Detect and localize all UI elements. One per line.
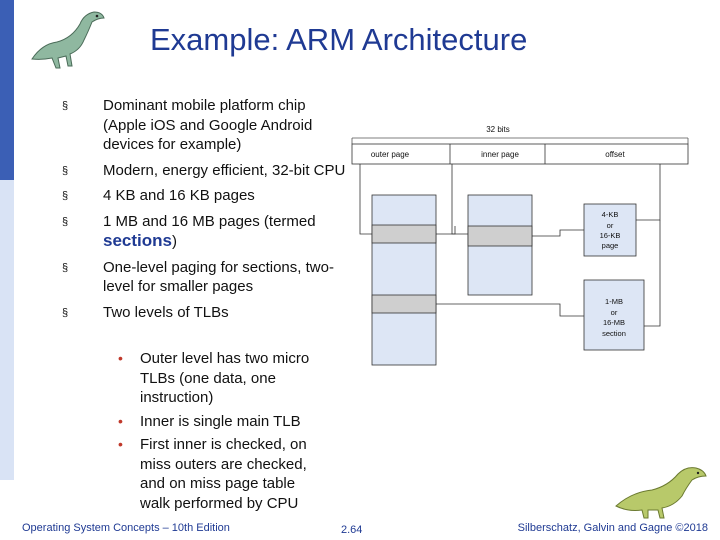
subbullet-list: • Outer level has two micro TLBs (one dat… (118, 349, 328, 517)
footer-page-number: 2.64 (341, 524, 363, 536)
section-label-line: 16-MB (603, 318, 625, 327)
bullet-square-icon: § (62, 100, 69, 112)
subbullet-text: Outer level has two micro TLBs (one data… (140, 350, 310, 406)
arrow-offset-to-section (644, 220, 661, 327)
bullet-dot-icon: • (118, 436, 123, 452)
subbullet-text: First inner is checked, on miss outers a… (140, 436, 307, 512)
bullet-square-icon: § (62, 215, 69, 228)
subbullet-item: • Outer level has two micro TLBs (one dat… (118, 349, 328, 408)
bullet-text: Modern, energy efficient, 32-bit CPU (103, 161, 346, 179)
field-outer-page: outer page (371, 150, 410, 159)
arrow-outer-entry-to-section (436, 303, 584, 317)
outer-entry-to-section (371, 294, 437, 314)
inner-entry (467, 225, 533, 247)
section-label-line: section (602, 329, 626, 338)
bullet-item: § 1 MB and 16 MB pages (termed sections) (62, 212, 352, 252)
arrow-outer-to-table (359, 164, 372, 235)
arrow-inner-entry-to-page (532, 229, 584, 237)
arrow-inner-to-table (451, 164, 468, 235)
outer-page-table (371, 194, 437, 366)
bullet-square-icon: § (62, 261, 69, 274)
page-box (583, 203, 637, 257)
page-label-line: 16-KB (600, 231, 621, 240)
page-label-line: or (607, 221, 614, 230)
subbullet-text: Inner is single main TLB (140, 412, 301, 430)
footer-authors: Silberschatz, Galvin and Gagne ©2018 (517, 522, 708, 534)
bullet-item: § Dominant mobile platform chip (Apple iO… (62, 96, 352, 155)
footer-book-title: Operating System Concepts – 10th Edition (22, 522, 230, 534)
page-label-line: 4-KB (602, 210, 619, 219)
bullet-item: § Modern, energy efficient, 32-bit CPU (62, 161, 352, 181)
bullet-text: One-level paging for sections, two-level… (103, 258, 334, 296)
slide-title: Example: ARM Architecture (150, 22, 528, 57)
dinosaur-footer-icon (612, 462, 712, 525)
bullet-square-icon: § (62, 190, 69, 202)
bullet-dot-icon: • (118, 412, 123, 429)
bullet-item: § Two levels of TLBs (62, 303, 352, 323)
field-offset: offset (605, 150, 625, 159)
bullet-item: § 4 KB and 16 KB pages (62, 186, 352, 206)
bullet-text: 1 MB and 16 MB pages (termed (103, 212, 316, 230)
bullet-square-icon: § (62, 306, 69, 319)
bullet-list: § Dominant mobile platform chip (Apple iO… (62, 96, 352, 328)
sidebar-band-top (0, 0, 14, 180)
bullet-text: 4 KB and 16 KB pages (103, 187, 255, 204)
arrow-offset-to-page (636, 164, 661, 221)
dinosaur-logo-icon (22, 4, 112, 79)
arm-paging-diagram: 32 bits outer page inner page offset 4-K… (350, 120, 690, 370)
bullet-text: Dominant mobile platform chip (Apple iOS… (103, 97, 313, 153)
field-inner-page: inner page (481, 150, 519, 159)
section-box (583, 279, 645, 351)
bullet-text: Two levels of TLBs (103, 303, 229, 321)
diagram-width-label: 32 bits (486, 125, 510, 134)
section-label-line: 1-MB (605, 297, 623, 306)
bullet-item: § One-level paging for sections, two-leve… (62, 258, 352, 297)
subbullet-item: • Inner is single main TLB (118, 412, 328, 432)
sidebar-band-middle (0, 180, 14, 480)
address-fields-box (351, 143, 689, 165)
section-label-line: or (611, 308, 618, 317)
slide-sidebar (0, 0, 14, 540)
bullet-text-end: ) (171, 233, 177, 250)
arrow-outer-entry-to-inner (436, 226, 456, 235)
bullet-square-icon: § (62, 164, 69, 177)
bullet-dot-icon: • (118, 350, 123, 366)
outer-entry-to-inner (371, 224, 437, 244)
page-label-line: page (602, 241, 619, 250)
subbullet-item: • First inner is checked, on miss outers … (118, 435, 328, 513)
bullet-emphasis: sections (103, 231, 172, 250)
